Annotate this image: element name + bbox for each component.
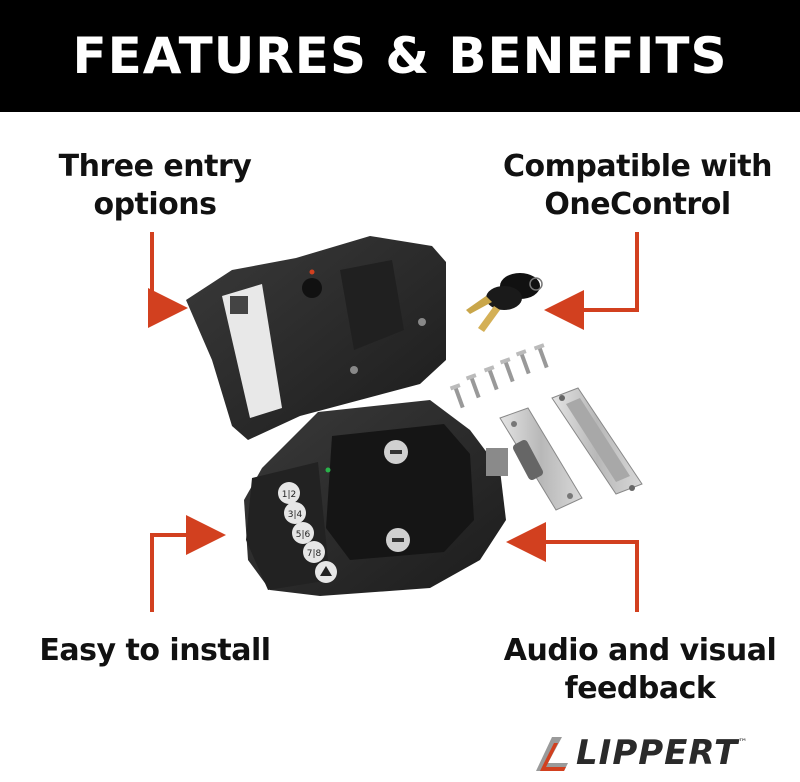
svg-text:1|2: 1|2: [282, 490, 296, 500]
arrow-top-right: [544, 232, 639, 330]
brand-name: LIPPERT: [576, 733, 739, 773]
feature-audio-visual-feedback: Audio and visual feedback: [495, 632, 785, 708]
svg-text:3|4: 3|4: [288, 510, 303, 520]
svg-text:5|6: 5|6: [296, 530, 311, 540]
arrow-bottom-right: [506, 522, 639, 612]
feature-line: OneControl: [544, 187, 731, 222]
feature-three-entry-options: Three entry options: [40, 148, 270, 224]
lippert-logo: LIPPERT ™: [528, 728, 747, 778]
strike-plate: [499, 407, 583, 511]
lock-triangle-icon: [320, 566, 332, 576]
feature-line: Audio and visual: [503, 633, 777, 668]
latch-bolt: [486, 448, 508, 476]
feature-line: Compatible with: [503, 149, 772, 184]
keypad-button[interactable]: 7|8: [303, 541, 325, 563]
page-title: FEATURES & BENEFITS: [72, 27, 728, 85]
lock-back-plate: [186, 236, 446, 440]
feature-compatible-onecontrol: Compatible with OneControl: [500, 148, 775, 224]
trademark: ™: [738, 738, 748, 748]
keypad-lock-button[interactable]: [315, 561, 337, 583]
qr-label: [222, 284, 282, 418]
feature-line: Easy to install: [39, 633, 271, 668]
keypad-button[interactable]: 5|6: [292, 522, 314, 544]
keypad: 1|2 3|4 5|6 7|8: [278, 482, 337, 583]
svg-text:7|8: 7|8: [307, 549, 322, 559]
header-banner: FEATURES & BENEFITS: [0, 0, 800, 112]
keypad-button[interactable]: 3|4: [284, 502, 306, 524]
knob-icon: [302, 278, 322, 298]
feature-easy-install: Easy to install: [25, 632, 285, 670]
feature-line: options: [93, 187, 217, 222]
arrow-bottom-left: [150, 515, 226, 612]
feature-line: feedback: [564, 671, 716, 706]
keys-icon: [466, 273, 543, 332]
handle-pocket: [326, 424, 474, 560]
indicator-led-icon: [309, 269, 315, 275]
screws-icon: [449, 343, 549, 409]
status-led-icon: [325, 467, 331, 473]
strike-bracket: [551, 387, 643, 495]
feature-line: Three entry: [58, 149, 252, 184]
keypad-button[interactable]: 1|2: [278, 482, 300, 504]
qr-code-icon: [230, 296, 248, 314]
lippert-mark-icon: [536, 737, 568, 771]
arrow-top-left: [148, 232, 188, 328]
